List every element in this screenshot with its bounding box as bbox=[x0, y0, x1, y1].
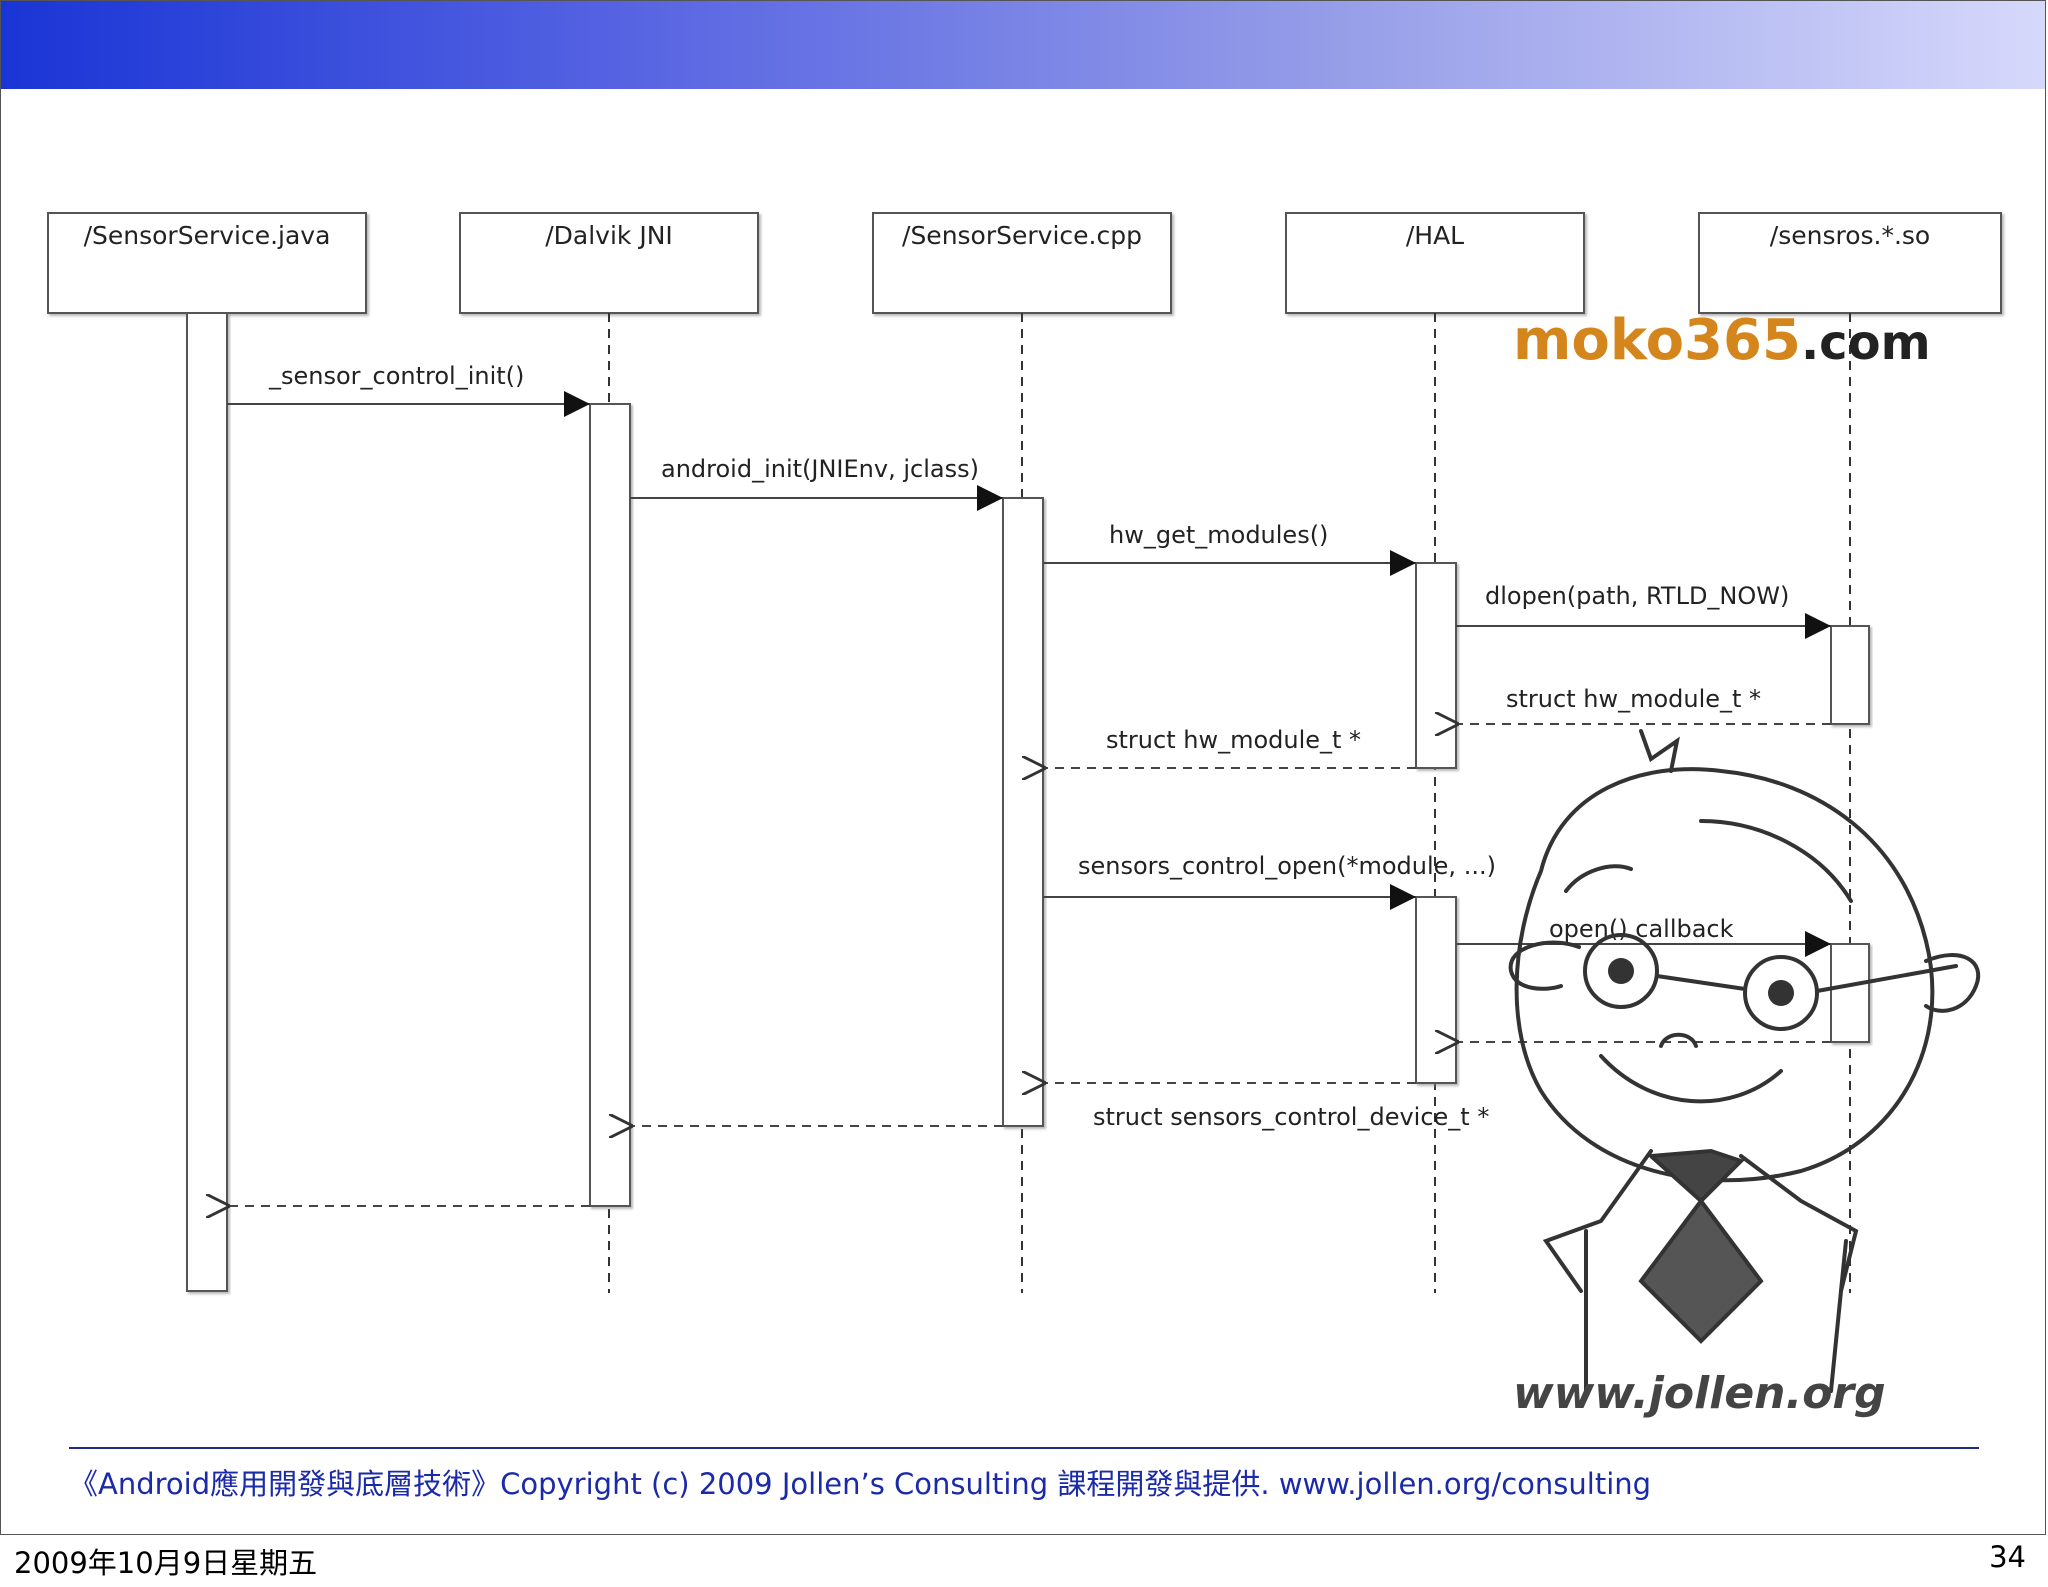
mascot-left-ear-icon bbox=[1508, 940, 1581, 991]
mascot-nose-icon bbox=[1659, 1032, 1698, 1048]
lifeline-java-label: /SensorService.java bbox=[84, 221, 331, 250]
message-label-1: _sensor_control_init() bbox=[268, 362, 524, 390]
mascot-collar-icon bbox=[1646, 1148, 1745, 1204]
activation-hal-2 bbox=[1415, 896, 1457, 1084]
lifeline-so-label: /sensros.*.so bbox=[1770, 221, 1930, 250]
lifeline-cpp: /SensorService.cpp bbox=[872, 212, 1172, 314]
mascot-right-shoulder-icon bbox=[1739, 1154, 1859, 1293]
mascot-illustration bbox=[1508, 729, 1980, 1393]
header-band bbox=[1, 1, 2045, 89]
activation-jni bbox=[589, 403, 631, 1207]
message-label-9: struct sensors_control_device_t * bbox=[1093, 1103, 1489, 1131]
page-date: 2009年10月9日星期五 bbox=[14, 1546, 318, 1580]
message-label-2: android_init(JNIEnv, jclass) bbox=[661, 455, 979, 483]
watermark-site: www.jollen.org bbox=[1513, 1368, 1886, 1419]
activation-so-2 bbox=[1830, 943, 1870, 1043]
mascot-tie-icon bbox=[1638, 1197, 1764, 1344]
mascot-right-pupil-icon bbox=[1768, 980, 1794, 1006]
message-label-6: struct hw_module_t * bbox=[1106, 726, 1361, 754]
lifeline-hal-label: /HAL bbox=[1406, 221, 1464, 250]
lifeline-cpp-label: /SensorService.cpp bbox=[902, 221, 1142, 250]
message-label-8: open() callback bbox=[1549, 915, 1734, 943]
mascot-hair-line-icon bbox=[1699, 819, 1853, 903]
lifeline-hal: /HAL bbox=[1285, 212, 1585, 314]
lifeline-jni-label: /Dalvik JNI bbox=[545, 221, 673, 250]
activation-hal-1 bbox=[1415, 562, 1457, 769]
watermark-brand-suffix: .com bbox=[1801, 315, 1931, 371]
message-label-3: hw_get_modules() bbox=[1109, 521, 1328, 549]
mascot-glasses-bridge-icon bbox=[1655, 974, 1747, 991]
mascot-mouth-icon bbox=[1599, 1054, 1783, 1104]
lifeline-java: /SensorService.java bbox=[47, 212, 367, 314]
mascot-left-eye-icon bbox=[1583, 933, 1659, 1009]
mascot-hair-icon bbox=[1639, 729, 1680, 773]
footer-rule bbox=[69, 1447, 1979, 1449]
activation-java bbox=[186, 312, 228, 1292]
message-label-4: dlopen(path, RTLD_NOW) bbox=[1485, 582, 1789, 610]
mascot-left-shoulder-icon bbox=[1542, 1149, 1653, 1293]
activation-cpp bbox=[1002, 497, 1044, 1127]
message-label-7: sensors_control_open(*module, ...) bbox=[1078, 852, 1496, 880]
message-label-5: struct hw_module_t * bbox=[1506, 685, 1761, 713]
page-number: 34 bbox=[1989, 1540, 2026, 1574]
activation-bars bbox=[186, 312, 1870, 1292]
slide: /SensorService.java /Dalvik JNI /SensorS… bbox=[0, 0, 2046, 1535]
sequence-diagram: /SensorService.java /Dalvik JNI /SensorS… bbox=[47, 212, 2002, 1419]
watermark-brand: moko365.com bbox=[1513, 308, 1931, 373]
mascot-left-pupil-icon bbox=[1608, 958, 1634, 984]
watermark-brand-name: moko365 bbox=[1513, 308, 1801, 373]
mascot-right-ear-icon bbox=[1924, 953, 1980, 1013]
footer-copyright: 《Android應用開發與底層技術》Copyright (c) 2009 Jol… bbox=[69, 1467, 1652, 1501]
lifeline-so: /sensros.*.so bbox=[1698, 212, 2002, 314]
lifeline-jni: /Dalvik JNI bbox=[459, 212, 759, 314]
mascot-glasses-arm-icon bbox=[1815, 964, 1958, 993]
mascot-brow-icon bbox=[1564, 864, 1633, 893]
activation-so-1 bbox=[1830, 625, 1870, 725]
mascot-head-icon bbox=[1514, 767, 1935, 1183]
mascot-right-arm-icon bbox=[1829, 1239, 1848, 1393]
